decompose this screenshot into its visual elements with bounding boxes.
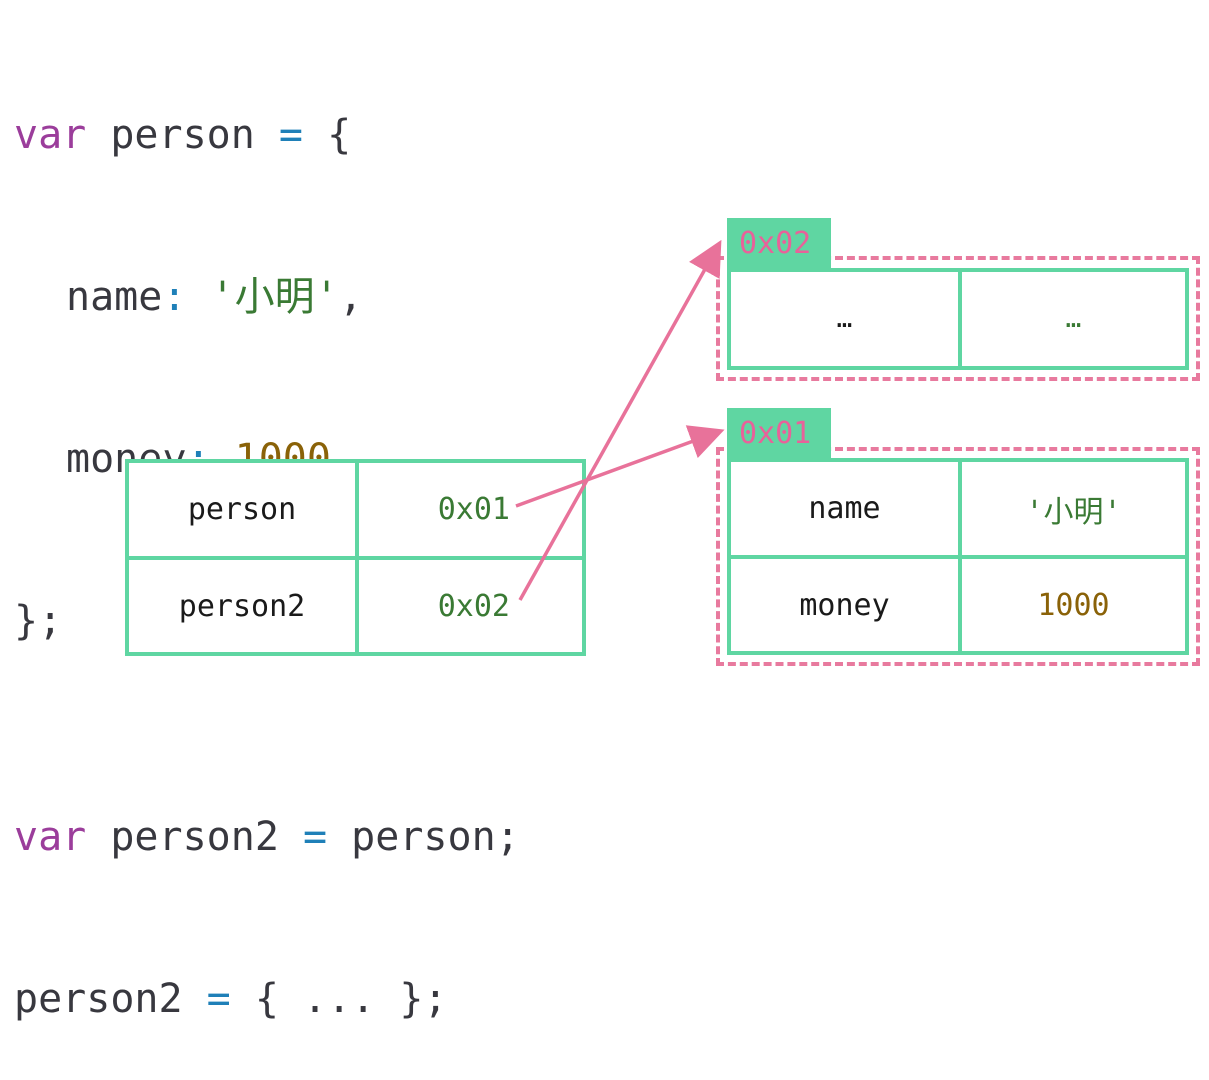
code-punct: { ... };	[230, 976, 448, 1022]
heap-value-money: 1000	[1037, 587, 1110, 623]
colon: :	[162, 274, 187, 320]
heap-key-money: money	[731, 559, 962, 651]
heap-object-0x01: name '小明' money 1000	[727, 458, 1189, 655]
stack-var-person: person	[129, 463, 359, 560]
operator: =	[278, 112, 303, 158]
property-key: name	[66, 274, 163, 320]
heap-cell-value: …	[1065, 304, 1082, 334]
stack-var-person2: person2	[129, 560, 359, 652]
code-line-6: person2 = { ... };	[14, 972, 520, 1026]
stack-ref-person: 0x01	[359, 463, 582, 560]
heap-key-name: name	[731, 462, 962, 559]
heap-address-tag-0x02: 0x02	[727, 218, 831, 268]
code-punct: person;	[327, 814, 520, 860]
identifier: person	[86, 112, 279, 158]
stack-table: person 0x01 person2 0x02	[125, 459, 586, 656]
keyword-var: var	[14, 814, 87, 860]
operator: =	[206, 976, 231, 1022]
stack-ref-person2: 0x02	[437, 588, 510, 624]
code-punct: ,	[338, 274, 363, 320]
identifier: person2	[86, 814, 303, 860]
string-value: '小明'	[210, 274, 339, 320]
code-punct: {	[303, 112, 352, 158]
code-line-4: };	[14, 598, 63, 644]
heap-cell-key: …	[731, 272, 962, 366]
heap-address-tag-0x01: 0x01	[727, 408, 831, 458]
heap-object-0x02: … …	[727, 268, 1189, 370]
keyword-var: var	[14, 112, 87, 158]
operator: =	[303, 814, 328, 860]
code-line-2: name: '小明',	[14, 270, 520, 324]
code-line-5: var person2 = person;	[14, 810, 520, 864]
identifier: person2	[14, 976, 207, 1022]
code-line-1: var person = {	[14, 108, 520, 162]
heap-value-name: '小明'	[962, 462, 1185, 559]
